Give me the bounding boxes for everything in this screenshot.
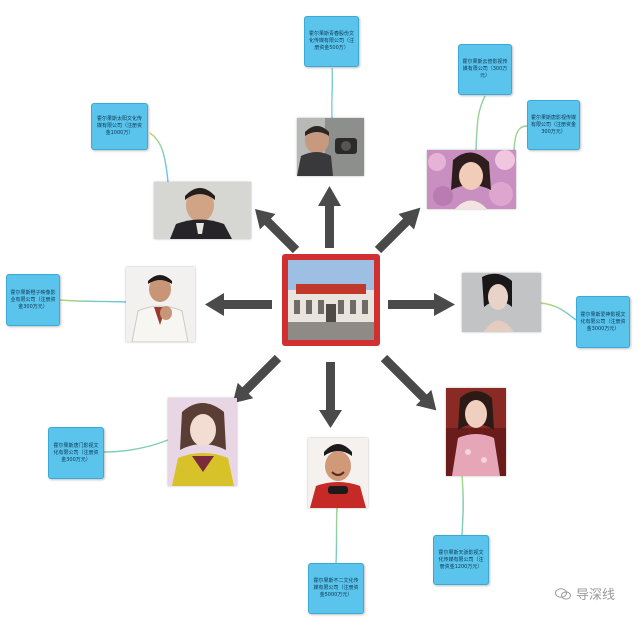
portrait-se	[446, 388, 506, 476]
company-label-text: 霍尔果斯爱神影视文化有限公司（注册资金3000万元）	[580, 311, 626, 332]
portrait-s	[308, 438, 368, 508]
company-label-s: 霍尔果斯不二文化传媒有限公司（注册资金5000万元）	[308, 563, 364, 614]
arrow-sw	[232, 354, 282, 404]
arrow-se	[380, 354, 437, 411]
company-label-text: 霍尔果斯橙子映像影业有限公司（注册资金300万元）	[10, 289, 56, 310]
connectors	[59, 67, 577, 564]
connector-e	[539, 302, 577, 321]
portrait-n	[297, 118, 364, 176]
portrait-sw	[168, 398, 237, 486]
company-label-text: 霍尔果斯天骄影视文化传媒有限公司（注册资金1200万元）	[438, 549, 484, 570]
arrow-s	[319, 362, 342, 428]
watermark: 导深线	[554, 584, 615, 603]
company-label-ne: 霍尔果斯云普影视传媒有限公司（300万元）	[458, 44, 512, 95]
company-label-text: 霍尔果斯太阳文化传媒有限公司（注册资金1000万）	[96, 116, 142, 136]
company-label-se: 霍尔果斯天骄影视文化传媒有限公司（注册资金1200万元）	[433, 535, 489, 585]
company-label-text: 霍尔果斯云普影视传媒有限公司（300万元）	[462, 59, 508, 79]
connector-ne	[475, 95, 486, 151]
arrow-n	[318, 186, 341, 248]
company-label-nw: 霍尔果斯太阳文化传媒有限公司（注册资金1000万）	[91, 103, 148, 150]
connector-w	[59, 299, 127, 303]
portrait-ne	[427, 150, 516, 209]
arrow-w	[205, 293, 272, 316]
company-label-ne2: 霍尔果斯唐影视传媒有限公司（注册资金300万元）	[527, 100, 580, 150]
connector-sw	[103, 439, 169, 453]
connector-ne2	[513, 125, 528, 156]
connector-se	[461, 475, 464, 536]
company-label-n: 霍尔果斯青春股份文化传媒有限公司（注册资金500万）	[304, 16, 359, 67]
company-label-text: 霍尔果斯青春股份文化传媒有限公司（注册资金500万）	[308, 31, 354, 51]
connector-nw	[149, 132, 169, 183]
arrow-nw	[254, 208, 300, 254]
arrow-ne	[374, 207, 421, 254]
center-building-photo	[288, 260, 374, 340]
arrow-e	[388, 293, 455, 316]
company-label-sw: 霍尔果斯唐门影视文化有限公司（注册资金300万元）	[48, 427, 104, 479]
connector-s	[335, 507, 338, 564]
arrows	[205, 186, 455, 428]
company-label-text: 霍尔果斯不二文化传媒有限公司（注册资金5000万元）	[313, 578, 359, 598]
company-label-w: 霍尔果斯橙子映像影业有限公司（注册资金300万元）	[6, 274, 60, 326]
portrait-w	[126, 267, 195, 342]
portrait-e	[462, 273, 541, 332]
portrait-nw	[154, 182, 251, 239]
watermark-text: 导深线	[575, 588, 615, 603]
center-building-box	[282, 254, 380, 346]
company-label-text: 霍尔果斯唐影视传媒有限公司（注册资金300万元）	[531, 114, 577, 135]
company-label-e: 霍尔果斯爱神影视文化有限公司（注册资金3000万元）	[576, 296, 630, 348]
chat-bubble-icon	[554, 587, 571, 600]
connector-n	[331, 67, 333, 119]
company-label-text: 霍尔果斯唐门影视文化有限公司（注册资金300万元）	[53, 442, 99, 463]
